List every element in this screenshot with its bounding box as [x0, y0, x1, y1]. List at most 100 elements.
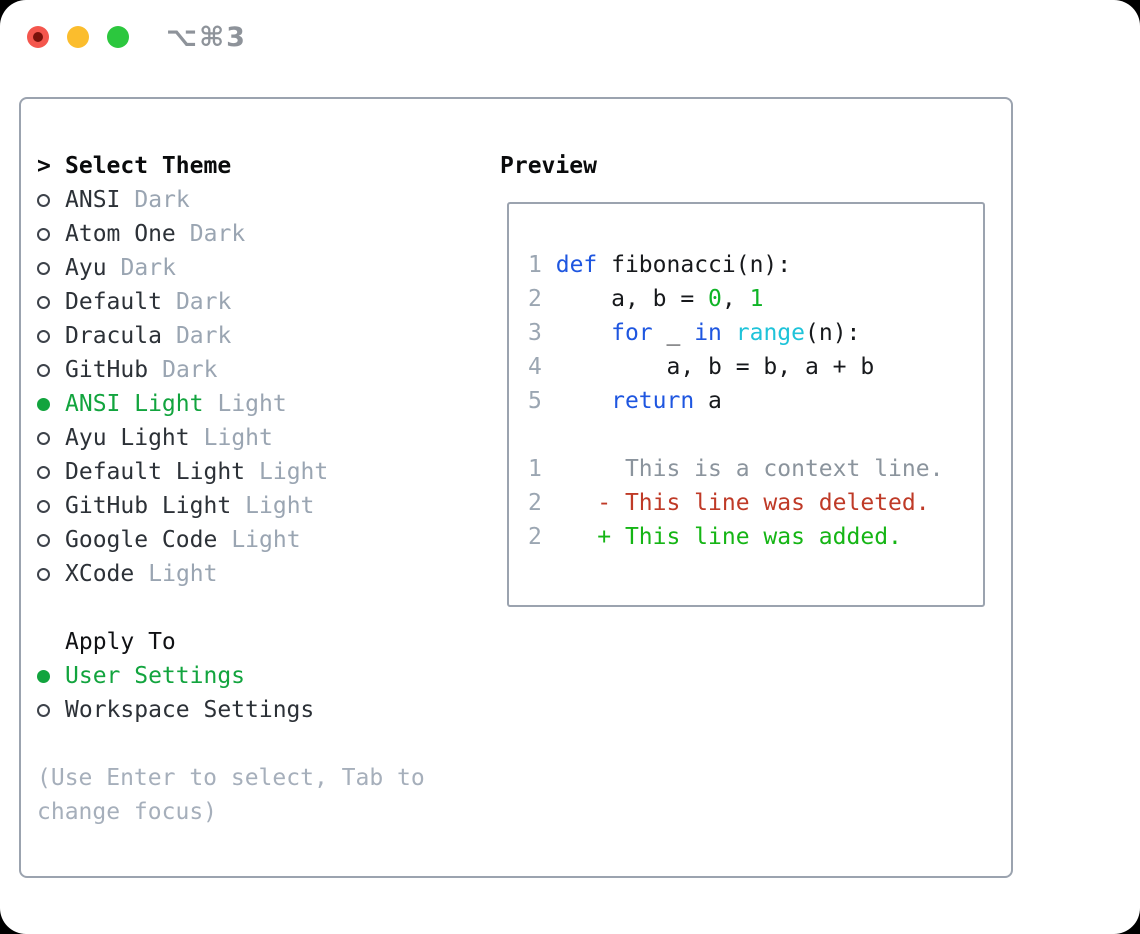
code-segment: 1: [749, 286, 764, 312]
radio-selected-icon: [37, 669, 50, 683]
theme-item-default-light[interactable]: Default Light Light: [37, 455, 328, 489]
radio-icon: [37, 431, 65, 445]
radio-icon: [37, 499, 65, 513]
radio-icon: [37, 567, 65, 581]
apply-option-workspace-settings[interactable]: Workspace Settings: [37, 693, 314, 727]
theme-item-ayu-light[interactable]: Ayu Light Light: [37, 421, 328, 455]
preview-code-line: [528, 418, 983, 452]
theme-name: Atom One: [65, 221, 176, 247]
theme-name: Dracula: [65, 323, 162, 349]
preview-code-line: 2 + This line was added.: [528, 520, 983, 554]
line-number: 2: [528, 286, 542, 312]
theme-tag: Dark: [175, 289, 232, 315]
code-segment: def: [555, 252, 598, 278]
theme-name: Ayu Light: [65, 425, 190, 451]
apply-option-user-settings[interactable]: User Settings: [37, 659, 314, 693]
line-number: 5: [528, 388, 542, 414]
theme-tag: Light: [231, 527, 301, 553]
preview-code-line: 3 for _ in range(n):: [528, 316, 983, 350]
theme-item-github-dark[interactable]: GitHub Dark: [37, 353, 328, 387]
code-segment: in: [694, 320, 722, 346]
radio-icon: [37, 193, 65, 207]
code-segment: [542, 252, 556, 278]
theme-tag: Dark: [120, 255, 176, 281]
code-segment: [542, 388, 611, 414]
theme-item-default-dark[interactable]: Default Dark: [37, 285, 328, 319]
code-segment: + This line was added.: [597, 524, 902, 550]
theme-item-google-code[interactable]: Google Code Light: [37, 523, 328, 557]
line-number: 2: [528, 490, 542, 516]
code-segment: [542, 320, 611, 346]
radio-selected-icon: [37, 397, 50, 411]
radio-unselected-icon: [37, 363, 50, 377]
theme-item-ayu-dark[interactable]: Ayu Dark: [37, 251, 328, 285]
radio-unselected-icon: [37, 499, 50, 513]
radio-icon: [37, 363, 65, 377]
line-number: 1: [528, 456, 542, 482]
theme-tag: Dark: [189, 221, 246, 247]
apply-option-label: Workspace Settings: [65, 697, 315, 723]
window-controls: [27, 26, 129, 48]
line-number: 4: [528, 354, 542, 380]
apply-to-title: Apply To: [65, 629, 176, 655]
code-segment: 0: [708, 286, 722, 312]
code-segment: fibonacci(n):: [597, 252, 792, 278]
minimize-button[interactable]: [67, 26, 89, 48]
preview-code-line: 2 a, b = 0, 1: [528, 282, 983, 316]
code-segment: ,: [721, 286, 750, 312]
line-number: 3: [528, 320, 542, 346]
apply-option-label: User Settings: [65, 663, 246, 689]
radio-icon: [37, 329, 65, 343]
close-button[interactable]: [27, 26, 49, 48]
radio-unselected-icon: [37, 533, 50, 547]
radio-unselected-icon: [37, 465, 50, 479]
radio-unselected-icon: [37, 703, 50, 717]
window-title: ⌥⌘3: [166, 22, 247, 53]
theme-name: Ayu: [65, 255, 107, 281]
preview-title: Preview: [500, 153, 597, 179]
radio-icon: [37, 669, 65, 683]
code-segment: range: [735, 320, 806, 346]
theme-tag: Light: [203, 425, 273, 451]
theme-tag: Dark: [134, 187, 190, 213]
theme-item-atom-one-dark[interactable]: Atom One Dark: [37, 217, 328, 251]
theme-name: GitHub Light: [65, 493, 232, 519]
code-segment: - This line was deleted.: [597, 490, 930, 516]
theme-tag: Light: [245, 493, 315, 519]
code-segment: This is a context line.: [541, 456, 944, 482]
theme-tag: Light: [259, 459, 329, 485]
radio-icon: [37, 227, 65, 241]
radio-unselected-icon: [37, 329, 50, 343]
theme-name: ANSI Light: [65, 391, 204, 417]
apply-to-header: Apply To: [37, 625, 314, 659]
theme-name: Google Code: [65, 527, 218, 553]
radio-icon: [37, 295, 65, 309]
theme-name: Default Light: [65, 459, 246, 485]
radio-unselected-icon: [37, 261, 50, 275]
theme-name: GitHub: [65, 357, 149, 383]
radio-unselected-icon: [37, 567, 50, 581]
theme-item-github-light[interactable]: GitHub Light Light: [37, 489, 328, 523]
theme-list-title: Select Theme: [65, 153, 232, 179]
preview-code-line: 2 - This line was deleted.: [528, 486, 983, 520]
theme-name: Default: [65, 289, 162, 315]
theme-tag: Dark: [162, 357, 218, 383]
radio-icon: [37, 261, 65, 275]
radio-unselected-icon: [37, 295, 50, 309]
theme-tag: Light: [148, 561, 218, 587]
radio-unselected-icon: [37, 193, 50, 207]
code-segment: _: [652, 320, 695, 346]
code-segment: [542, 490, 597, 516]
code-segment: a, b =: [541, 286, 709, 312]
zoom-button[interactable]: [107, 26, 129, 48]
